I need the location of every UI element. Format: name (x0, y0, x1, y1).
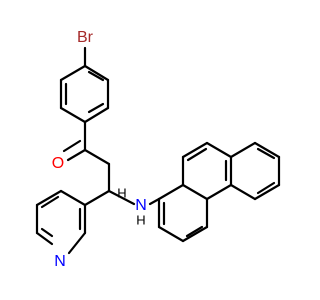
bond-ring1-a (83, 64, 110, 82)
bond-naph-inner-3 (186, 147, 208, 162)
bond-carbonyl-oxygen-b (62, 139, 82, 153)
bond-naph-b2 (181, 141, 209, 159)
bond-naph-inner-5 (256, 147, 276, 160)
bond-py-e (67, 231, 87, 255)
amine-hydrogen-label: H (136, 212, 145, 227)
bond-naph-b5 (205, 183, 233, 201)
bond-carbonyl-oxygen-a (66, 148, 87, 162)
bond-naph-a2 (181, 183, 209, 201)
bond-ring1-inner-b (87, 102, 105, 114)
bond-py-inner-a (40, 195, 60, 209)
bond-naph-a5 (157, 225, 185, 243)
bond-py-d (35, 231, 54, 246)
bromine-label: Br (77, 29, 94, 46)
bond-ring1-d (59, 106, 87, 124)
bond-ring1-f (59, 64, 87, 82)
oxygen-label: O (52, 155, 64, 172)
bond-naph-c4 (253, 183, 281, 201)
bond-ring1-c (83, 106, 110, 124)
bond-carbonyl-ch2 (83, 148, 111, 166)
bond-py-a (59, 189, 87, 207)
bond-naph-inner-6 (256, 181, 276, 195)
pyridine-ring (35, 189, 87, 255)
bond-naph-c1 (229, 141, 257, 159)
bond-naph-c2 (253, 141, 281, 159)
bond-ring1-inner-a (87, 70, 105, 82)
molecule-diagram: Br O N H H N (35, 29, 281, 271)
bond-naph-a4 (181, 225, 209, 243)
bond-py-b (35, 189, 63, 207)
bond-ch-pyridine (83, 189, 111, 207)
pyridine-nitrogen-label: N (54, 253, 66, 270)
bromophenyl-ring (59, 46, 110, 124)
bond-naph-inner-2 (185, 225, 204, 238)
bond-naph-b3 (205, 141, 233, 159)
carbonyl-chain (62, 120, 136, 207)
bond-nh-naphthyl (148, 197, 161, 206)
bond-ch-nh (107, 189, 136, 206)
bond-naph-c5 (229, 183, 257, 201)
naphthalene-ring-system (148, 141, 281, 243)
methine-hydrogen-label: H (117, 185, 126, 200)
bond-py-inner-b (40, 227, 54, 238)
amine-nitrogen-label: N (135, 197, 147, 214)
bond-naph-a1 (157, 183, 185, 201)
molecule-svg: Br O N H H N (35, 29, 281, 270)
